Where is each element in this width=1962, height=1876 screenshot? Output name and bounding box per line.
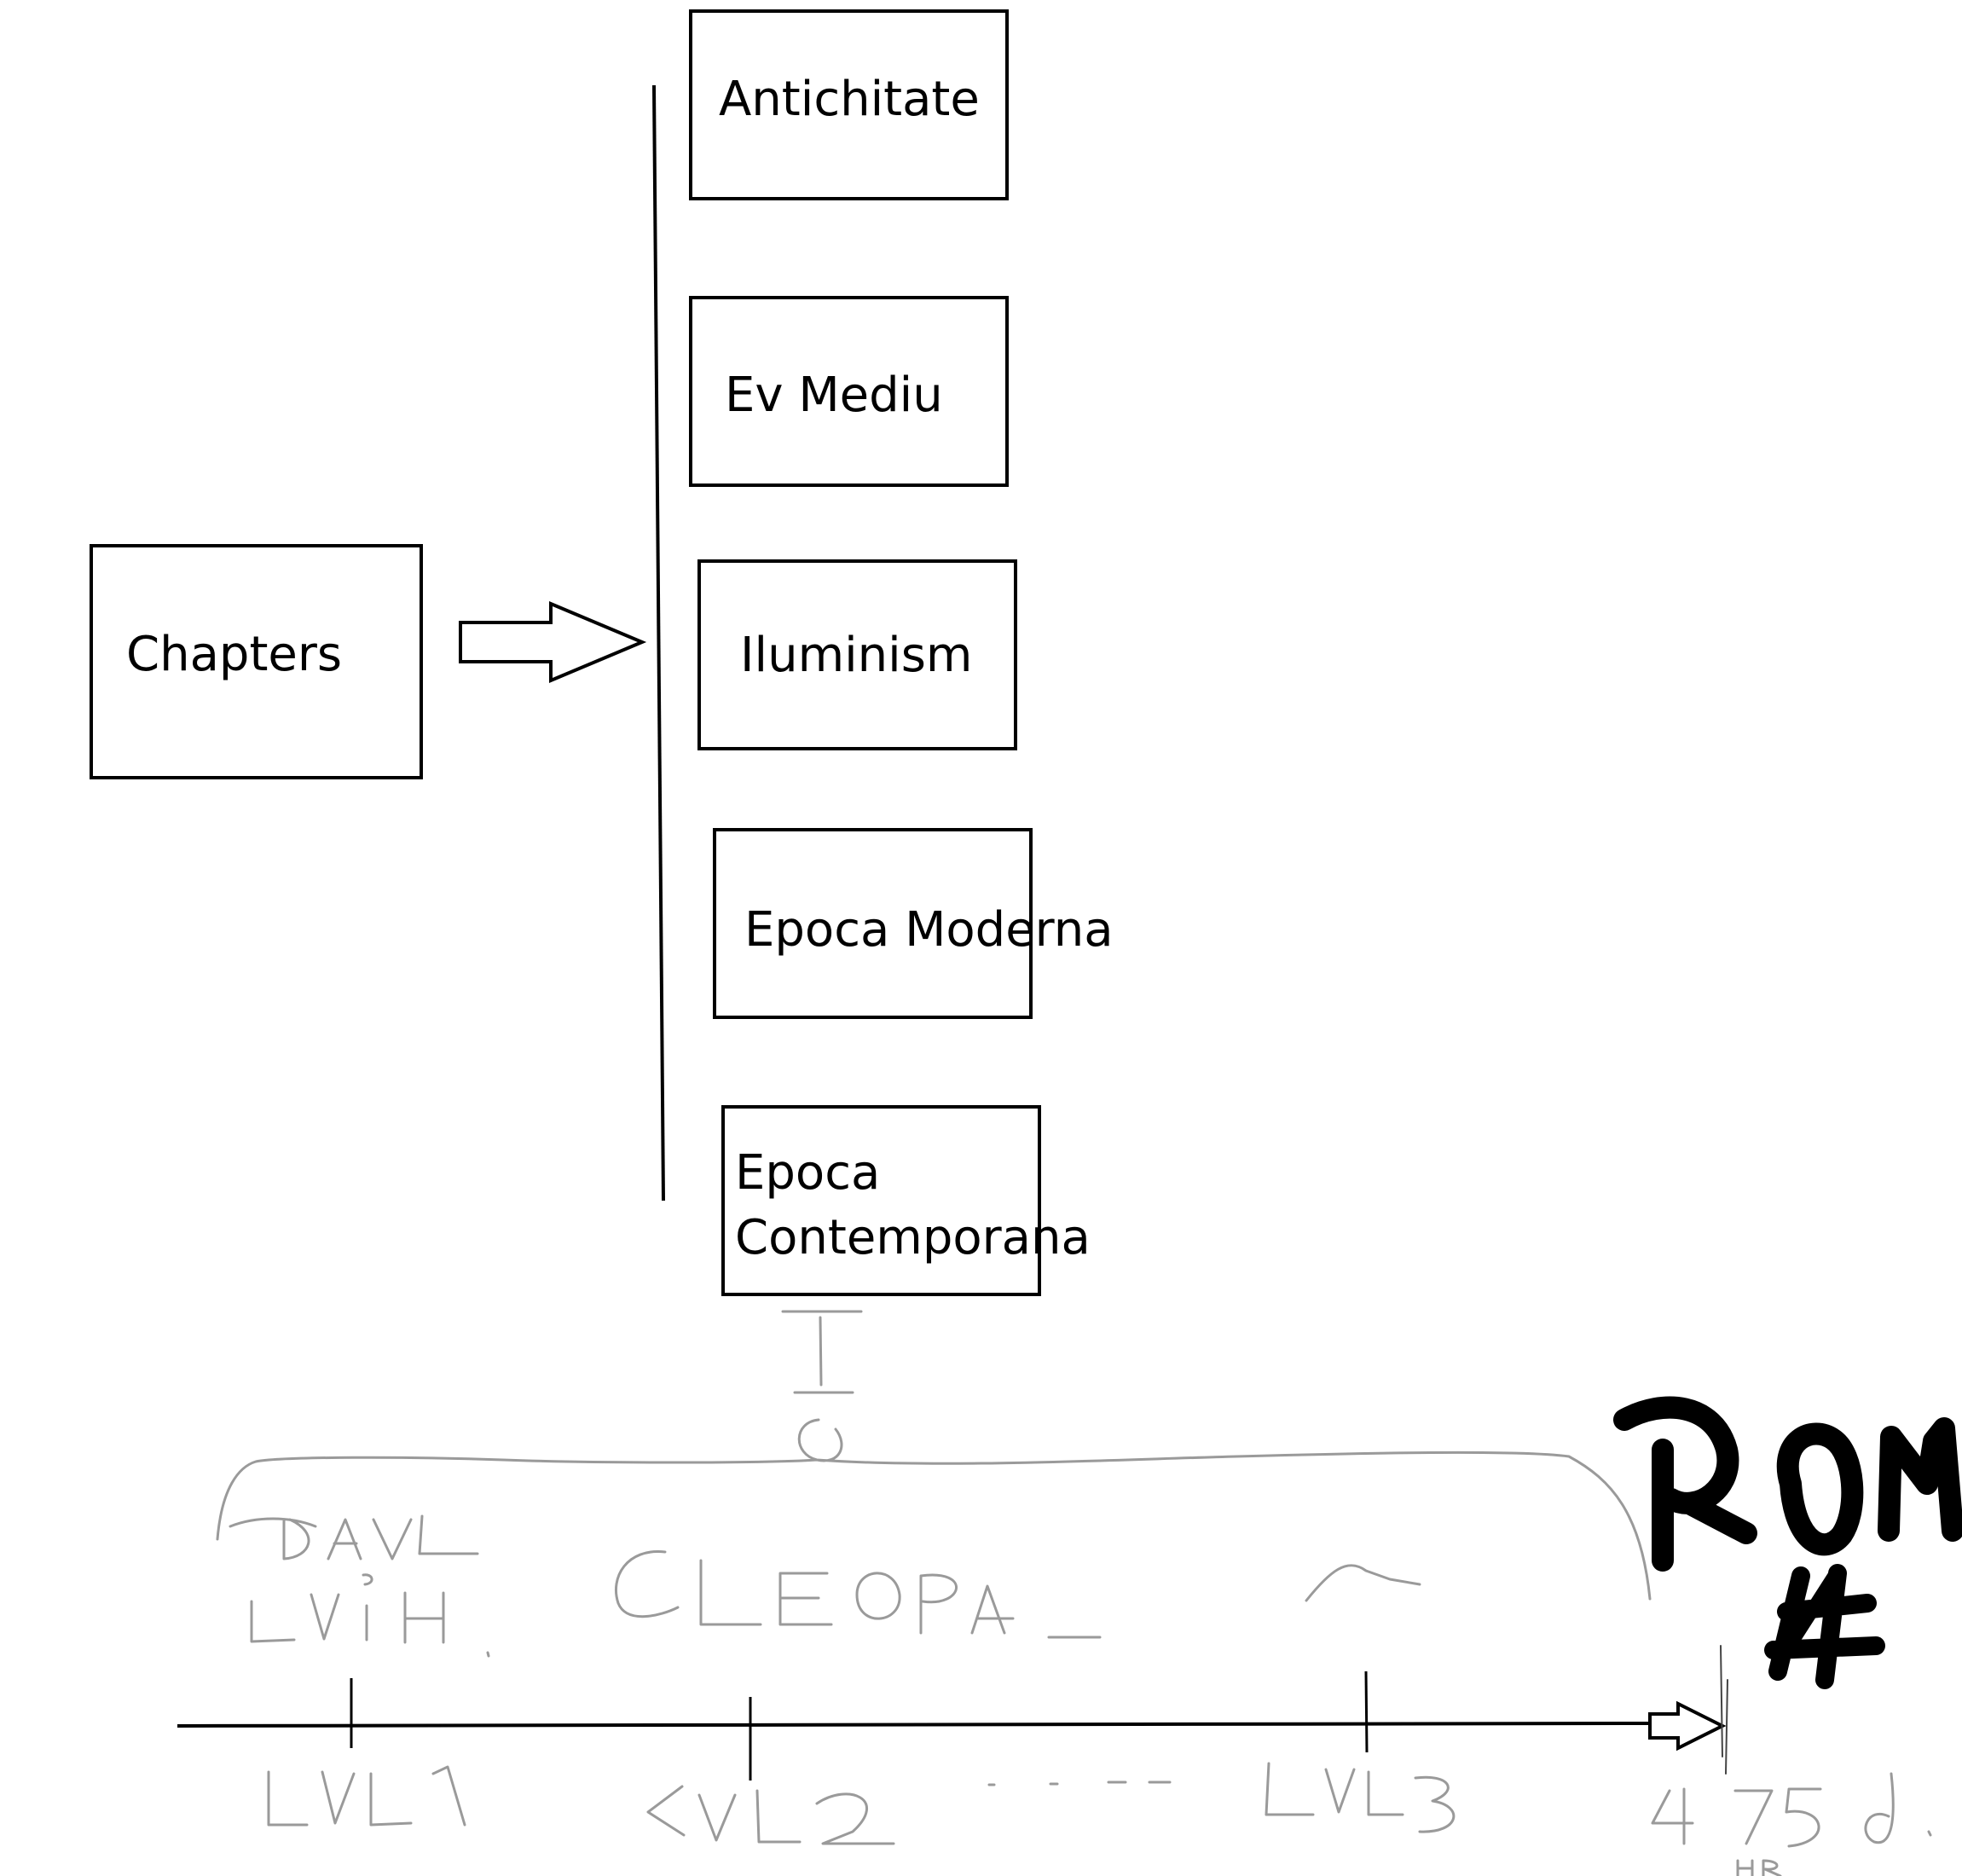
root-node-label: Chapters	[126, 627, 342, 682]
timeline-label-lvl1	[267, 1765, 466, 1827]
chapter-node-epoca-moderna: Epoca Moderna	[713, 828, 1114, 1019]
rom-letter-o	[1776, 1422, 1864, 1556]
chapter-node-label: Ev Mediu	[725, 368, 943, 423]
timeline-label-lvl2	[646, 1785, 895, 1845]
root-to-chapters-arrow	[459, 600, 647, 684]
chapter-node-label: Antichitate	[719, 72, 980, 127]
chapter-node-box	[689, 296, 1009, 487]
timeline-label-lvl3	[1265, 1762, 1456, 1833]
annotation-squiggle	[1305, 1564, 1421, 1602]
faint-dashes	[987, 1780, 1172, 1786]
chapter-node-label: Epoca Moderna	[744, 902, 1114, 958]
timeline-axis	[177, 1722, 1652, 1728]
timeline-end-tick	[1720, 1645, 1728, 1775]
chapter-node-box	[713, 828, 1033, 1019]
chapter-node-label-line2: Contemporana	[735, 1210, 1091, 1265]
pencil-sketch	[216, 1310, 1932, 1876]
timeline-arrowhead	[1648, 1700, 1727, 1752]
rom-hash-sign	[1764, 1564, 1885, 1689]
chapter-node-box	[697, 559, 1017, 750]
chapter-node-label: Iluminism	[740, 628, 972, 683]
chapter-node-antichitate: Antichitate	[689, 9, 1009, 200]
rom-letter-m	[1878, 1417, 1962, 1542]
chapter-node-box	[721, 1105, 1041, 1296]
rom-digit-1	[1788, 1571, 1840, 1644]
chapters-bracket-line	[652, 84, 665, 1201]
chapter-node-box	[689, 9, 1009, 200]
chapter-node-iluminism: Iluminism	[697, 559, 1017, 750]
timeline-brace	[216, 1418, 1652, 1601]
annotation-cleopa	[614, 1550, 1102, 1639]
root-node-box	[90, 544, 423, 779]
chapter-node-label-line1: Epoca	[735, 1145, 880, 1201]
annotation-davl-lvi-h	[229, 1514, 490, 1658]
rom-letter-r	[1613, 1396, 1757, 1572]
connector-sketch	[781, 1310, 863, 1394]
chapter-node-epoca-contemporana: Epoca Contemporana	[721, 1105, 1091, 1296]
annotation-rom-1	[1613, 1396, 1962, 1689]
root-node: Chapters	[90, 544, 423, 779]
timeline	[177, 1645, 1728, 1780]
timeline-tick-lvl3	[1364, 1670, 1369, 1753]
chapter-node-ev-mediu: Ev Mediu	[689, 296, 1009, 487]
timeline-end-label	[1651, 1772, 1932, 1876]
